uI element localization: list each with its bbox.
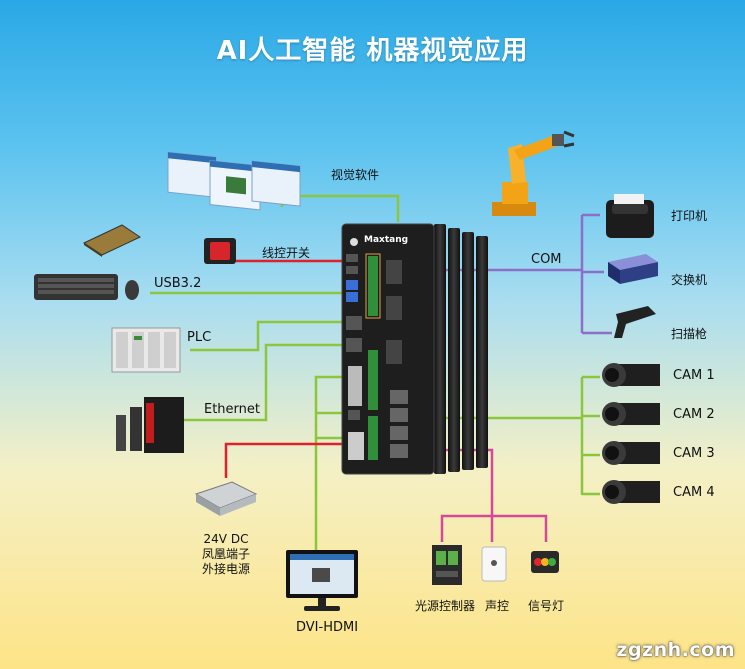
scanner-label: 扫描枪 xyxy=(671,327,708,341)
printer-label: 打印机 xyxy=(671,209,708,223)
monitor xyxy=(284,548,360,614)
industrial-pc: Maxtang xyxy=(338,220,496,478)
signal-light-label: 信号灯 xyxy=(528,599,565,613)
page-title: AI人工智能 机器视觉应用 xyxy=(216,36,529,66)
buzzer-label: 声控 xyxy=(485,599,510,613)
rocker-switch xyxy=(202,234,238,266)
camera-3 xyxy=(600,438,662,468)
mini-pc-device xyxy=(82,223,142,257)
cam1-label: CAM 1 xyxy=(673,368,715,383)
signal-light xyxy=(530,545,560,579)
wire-io-bus xyxy=(440,514,548,542)
keyboard-mouse xyxy=(34,268,144,304)
usb-label: USB3.2 xyxy=(154,276,202,291)
cam4-label: CAM 4 xyxy=(673,485,715,500)
tower-computer xyxy=(116,393,188,455)
wired-switch-label: 线控开关 xyxy=(262,246,311,260)
ethernet-label: Ethernet xyxy=(204,402,260,417)
cam2-label: CAM 2 xyxy=(673,407,715,422)
wire-plc xyxy=(190,320,346,352)
buzzer xyxy=(480,545,508,583)
brand-label: Maxtang xyxy=(364,235,409,245)
camera-2 xyxy=(600,399,662,429)
watermark: zgznh.com xyxy=(616,639,735,661)
light-controller xyxy=(430,543,464,587)
light-controller-label: 光源控制器 xyxy=(415,599,476,613)
cam3-label: CAM 3 xyxy=(673,446,715,461)
barcode-scanner xyxy=(612,304,660,342)
printer xyxy=(604,190,656,240)
vision-software-screens xyxy=(166,150,301,215)
wire-display xyxy=(314,375,346,552)
network-switch xyxy=(606,252,660,288)
power-label-line3: 外接电源 xyxy=(201,562,250,576)
power-label: 24V DC 凤凰端子 外接电源 xyxy=(186,532,266,577)
plc-label: PLC xyxy=(187,330,212,345)
com-label: COM xyxy=(531,252,562,267)
net-switch-label: 交换机 xyxy=(671,273,708,287)
camera-1 xyxy=(600,360,662,390)
vision-software-label: 视觉软件 xyxy=(331,168,380,182)
display-label: DVI-HDMI xyxy=(296,620,359,635)
wire-ethernet xyxy=(175,343,346,422)
plc-device xyxy=(110,322,182,374)
robot-arm xyxy=(488,128,580,220)
power-label-line1: 24V DC xyxy=(203,532,249,546)
camera-4 xyxy=(600,477,662,507)
power-label-line2: 凤凰端子 xyxy=(201,547,250,561)
wire-power xyxy=(224,442,346,478)
power-supply xyxy=(192,478,258,518)
